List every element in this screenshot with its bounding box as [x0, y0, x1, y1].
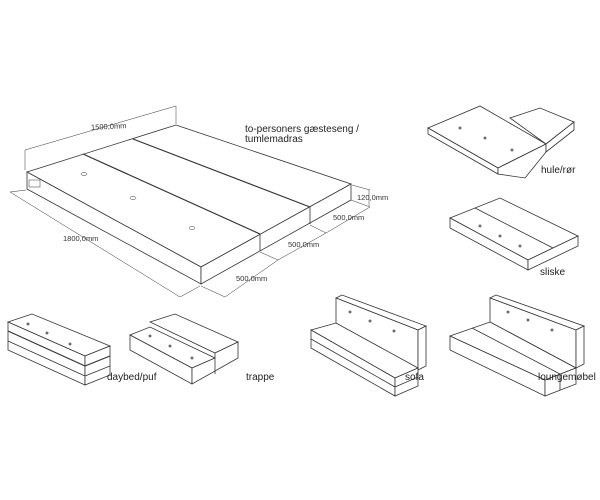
config-trappe-drawing [129, 313, 239, 385]
dim-part-2: 500,0mm [288, 240, 320, 249]
label-loungemobel: loungemøbel [538, 372, 596, 383]
dim-part-1: 500,0mm [333, 213, 365, 222]
dim-height: 120,0mm [357, 193, 389, 202]
main-title-line2: tumlemadras [245, 134, 303, 145]
label-hule-ror: hule/rør [541, 165, 576, 176]
label-sliske: sliske [540, 267, 566, 278]
main-title-line1: to-personers gæsteseng / [245, 124, 359, 135]
config-sliske-drawing [449, 197, 579, 271]
config-daybed-drawing [6, 313, 112, 386]
dim-width: 1500,0mm [90, 121, 127, 132]
dimension-lines [9, 105, 371, 298]
label-sofa: sofa [405, 372, 424, 383]
label-daybed-puf: daybed/puf [107, 372, 157, 383]
config-hule-ror-drawing [427, 105, 575, 179]
config-sofa-drawing [309, 294, 428, 397]
dim-part-3: 500,0mm [236, 274, 268, 283]
main-mattress [9, 105, 371, 298]
label-trappe: trappe [246, 372, 275, 383]
dim-length: 1800,0mm [63, 234, 99, 243]
config-lounge-drawing [448, 294, 586, 397]
